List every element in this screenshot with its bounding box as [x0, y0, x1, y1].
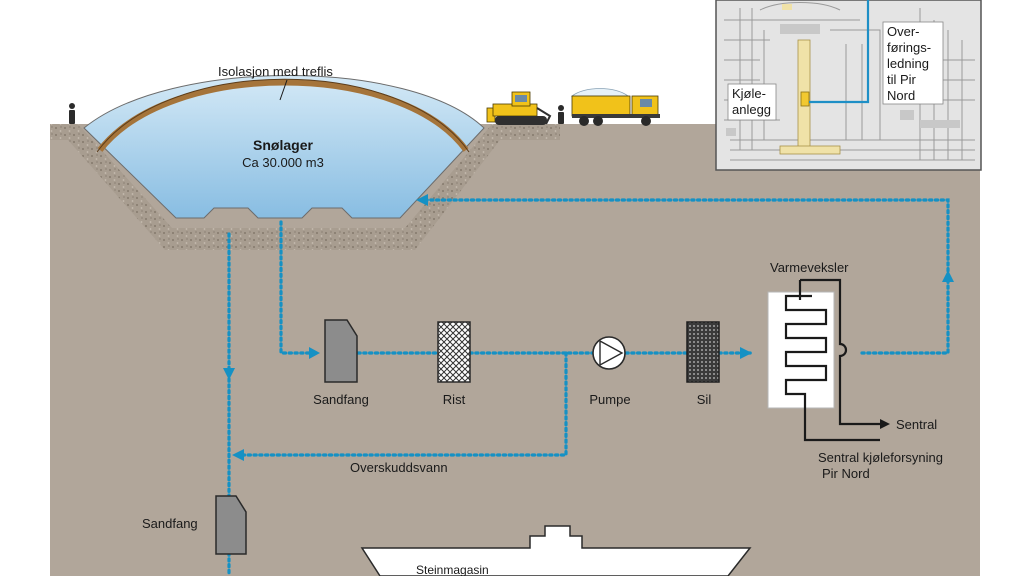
- left-drain-arrow: [223, 368, 235, 380]
- grate-label: Rist: [443, 392, 466, 407]
- surplus-arrow: [232, 449, 244, 461]
- inset-transfer-label-3: ledning: [887, 56, 929, 71]
- return-arrow-up: [942, 270, 954, 282]
- central-supply-label-line2: Pir Nord: [822, 466, 870, 481]
- inset-map: [715, 0, 982, 171]
- storage-title: Snølager: [253, 137, 313, 153]
- sand-trap-lower: [215, 495, 247, 555]
- sand-trap-main-label: Sandfang: [313, 392, 369, 407]
- outlet-flow-line: [279, 220, 318, 355]
- pump-icon: [592, 336, 626, 370]
- sand-trap-lower-label: Sandfang: [142, 516, 198, 531]
- surplus-flow-line: [234, 351, 568, 457]
- heat-exchanger: [767, 278, 890, 442]
- person-right-icon: [558, 105, 564, 124]
- central-supply-label-line1: Sentral kjøleforsyning: [818, 450, 943, 465]
- heat-exchanger-label: Varmeveksler: [770, 260, 849, 275]
- inset-transfer-label-2: førings-: [887, 40, 931, 55]
- inset-transfer-label-5: Nord: [887, 88, 915, 103]
- strainer: [686, 321, 720, 383]
- inset-cooling-label-2: anlegg: [732, 102, 771, 117]
- stone-magazine-label: Steinmagasin: [416, 563, 489, 576]
- bulldozer-icon: [486, 91, 552, 125]
- strainer-label: Sil: [697, 392, 712, 407]
- pump-label: Pumpe: [589, 392, 630, 407]
- storage-volume: Ca 30.000 m3: [242, 155, 324, 170]
- central-return-label: Sentral: [896, 417, 937, 432]
- inset-transfer-label-4: til Pir: [887, 72, 917, 87]
- main-arrow-1: [740, 347, 752, 359]
- insulation-arc: [97, 79, 469, 152]
- inset-transfer-line: [809, 0, 870, 104]
- insulation-leader: [279, 79, 288, 101]
- gravel-lining: [50, 124, 560, 250]
- grate: [437, 321, 471, 383]
- dump-truck-icon: [570, 88, 660, 126]
- return-arrow-left: [416, 194, 428, 206]
- sand-trap-main: [324, 319, 358, 383]
- snow-storage-pit: [83, 75, 485, 219]
- insulation-arc-outline: [96, 78, 470, 153]
- surplus-water-label: Overskuddsvann: [350, 460, 448, 475]
- outlet-arrow: [309, 347, 320, 359]
- stone-magazine: [360, 525, 752, 576]
- inset-cooling-label-1: Kjøle-: [732, 86, 766, 101]
- inset-transfer-label-1: Over-: [887, 24, 920, 39]
- person-left-icon: [69, 103, 75, 124]
- insulation-label: Isolasjon med treflis: [218, 64, 333, 79]
